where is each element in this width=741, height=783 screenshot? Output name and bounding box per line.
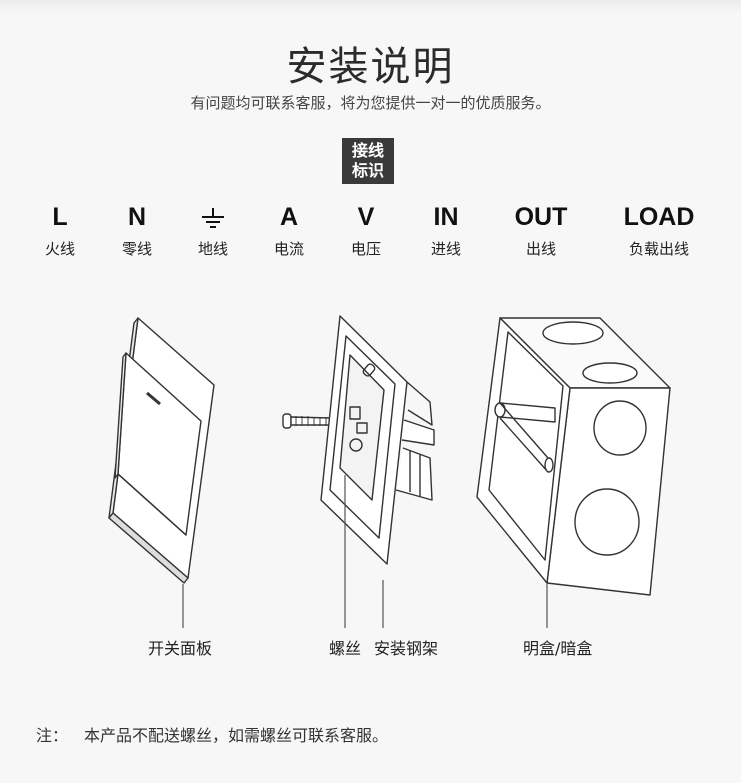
legend-item-ground: 地线	[163, 200, 263, 259]
legend-item-load: LOAD 负载出线	[609, 200, 709, 259]
legend-symbol: L	[52, 203, 68, 231]
legend-item-a: A 电流	[239, 200, 339, 259]
page-title: 安装说明	[286, 44, 455, 90]
frame-label: 安装钢架	[374, 639, 439, 658]
legend-label: 零线	[121, 240, 152, 258]
legend-symbol: N	[127, 203, 147, 231]
legend-label: 火线	[44, 240, 75, 258]
screw-label: 螺丝	[329, 639, 362, 658]
legend-item-l: L 火线	[10, 200, 110, 259]
legend-label: 进线	[430, 240, 461, 258]
legend-symbol: A	[279, 203, 299, 231]
box-label: 明盒/暗盒	[523, 639, 593, 658]
legend-label: 出线	[525, 240, 556, 258]
legend-item-in: IN 进线	[396, 200, 496, 259]
legend-item-v: V 电压	[316, 200, 416, 259]
legend-label: 地线	[197, 240, 228, 258]
wiring-badge: 接线 标识	[342, 138, 394, 184]
switch-panel-drawing	[108, 317, 215, 584]
badge-line-2: 标识	[351, 161, 384, 180]
legend-symbol: LOAD	[623, 203, 695, 231]
legend-item-n: N 零线	[87, 200, 187, 259]
leader-lines	[182, 475, 548, 628]
legend-symbol: IN	[433, 203, 459, 231]
badge-line-1: 接线	[351, 141, 384, 160]
footnote-prefix: 注：	[36, 726, 69, 745]
panel-label: 开关面板	[148, 639, 213, 658]
mounting-frame-drawing	[320, 315, 435, 565]
legend-label: 负载出线	[628, 240, 689, 258]
legend-symbol: OUT	[514, 203, 568, 231]
legend-label: 电流	[273, 240, 304, 258]
legend-item-out: OUT 出线	[491, 200, 591, 259]
junction-box-drawing	[476, 317, 671, 596]
legend-label: 电压	[350, 240, 381, 258]
top-shade	[0, 0, 741, 14]
legend-symbol: V	[357, 203, 375, 231]
footnote: 注： 本产品不配送螺丝，如需螺丝可联系客服。	[36, 722, 388, 746]
footnote-text: 本产品不配送螺丝，如需螺丝可联系客服。	[84, 726, 389, 745]
ground-icon	[163, 200, 263, 234]
page-subtitle: 有问题均可联系客服，将为您提供一对一的优质服务。	[190, 94, 551, 112]
